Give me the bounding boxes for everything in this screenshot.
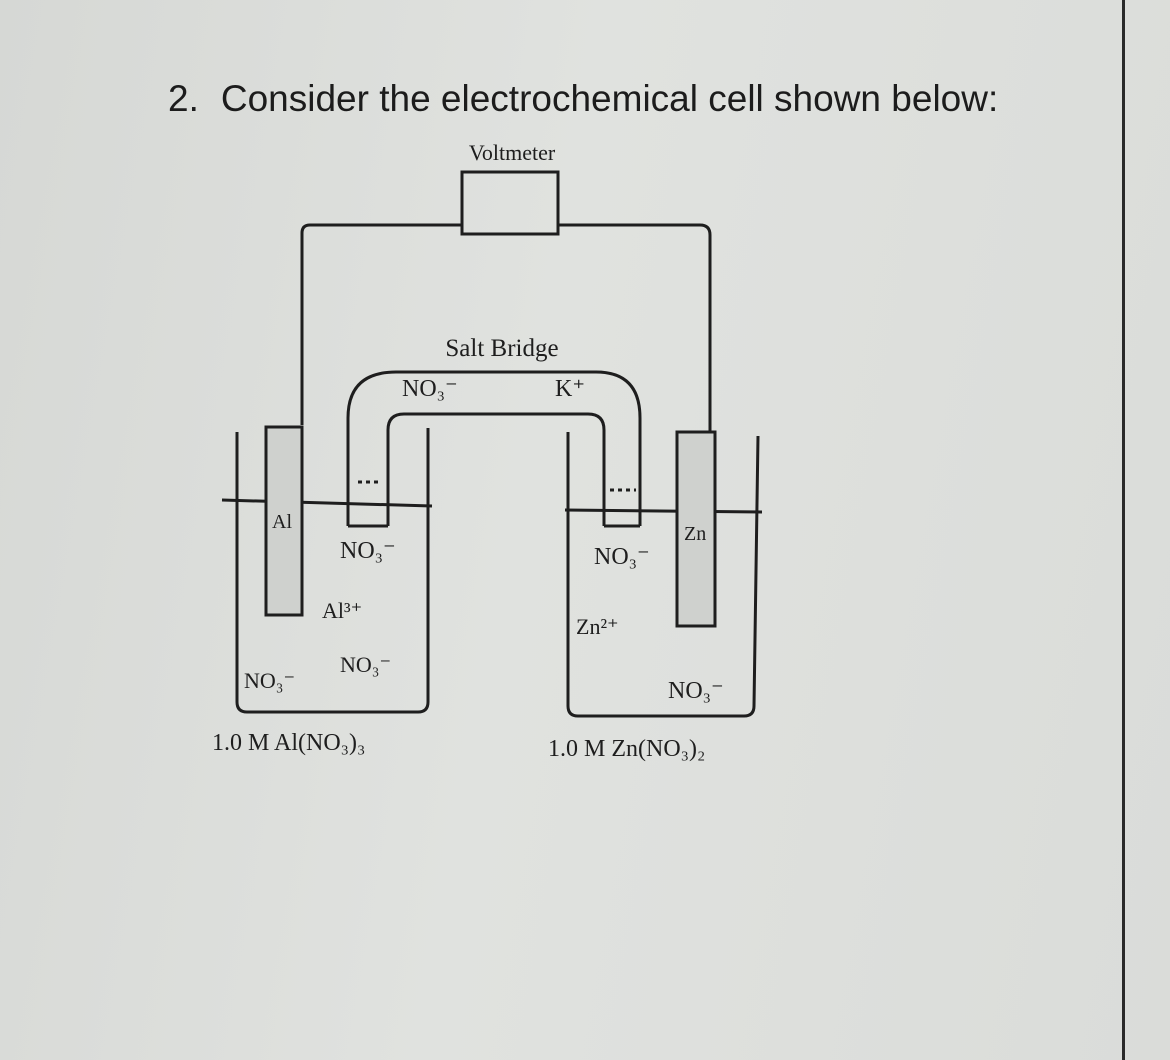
voltmeter-label: Voltmeter [469,140,556,165]
left-solution-level [221,498,433,508]
salt-bridge-outer [346,370,642,526]
salt-bridge-anion: NO₃⁻ [402,376,458,402]
left-ion-3: NO₃⁻ [244,668,295,693]
salt-bridge-label: Salt Bridge [445,335,558,362]
voltmeter-box [460,170,560,236]
right-wire [558,223,712,432]
left-solution-label: 1.0 M Al(NO₃)₃ [212,730,365,756]
question-number: 2. [168,78,199,119]
left-ion-4: NO₃⁻ [340,652,391,677]
left-wire [300,223,462,425]
salt-bridge-inner [386,412,606,526]
right-ion-1: NO₃⁻ [594,544,650,570]
left-ion-1: NO₃⁻ [340,538,396,564]
right-electrode-label: Zn [684,523,706,545]
aluminum-electrode [264,425,304,617]
right-solution-label: 1.0 M Zn(NO₃)₂ [548,736,705,762]
zinc-electrode [675,430,717,628]
page-border-line [1122,0,1125,1060]
left-ion-2: Al³⁺ [322,598,362,623]
right-ion-3: NO₃⁻ [668,678,724,704]
right-beaker [566,432,760,718]
left-electrode-label: Al [272,511,292,533]
right-solution-level [564,508,763,514]
question-text: Consider the electrochemical cell shown … [220,78,999,119]
left-beaker [235,428,430,714]
question-heading: 2. Consider the electrochemical cell show… [168,78,998,120]
salt-bridge-cation: K⁺ [555,376,585,402]
right-ion-2: Zn²⁺ [576,614,619,639]
